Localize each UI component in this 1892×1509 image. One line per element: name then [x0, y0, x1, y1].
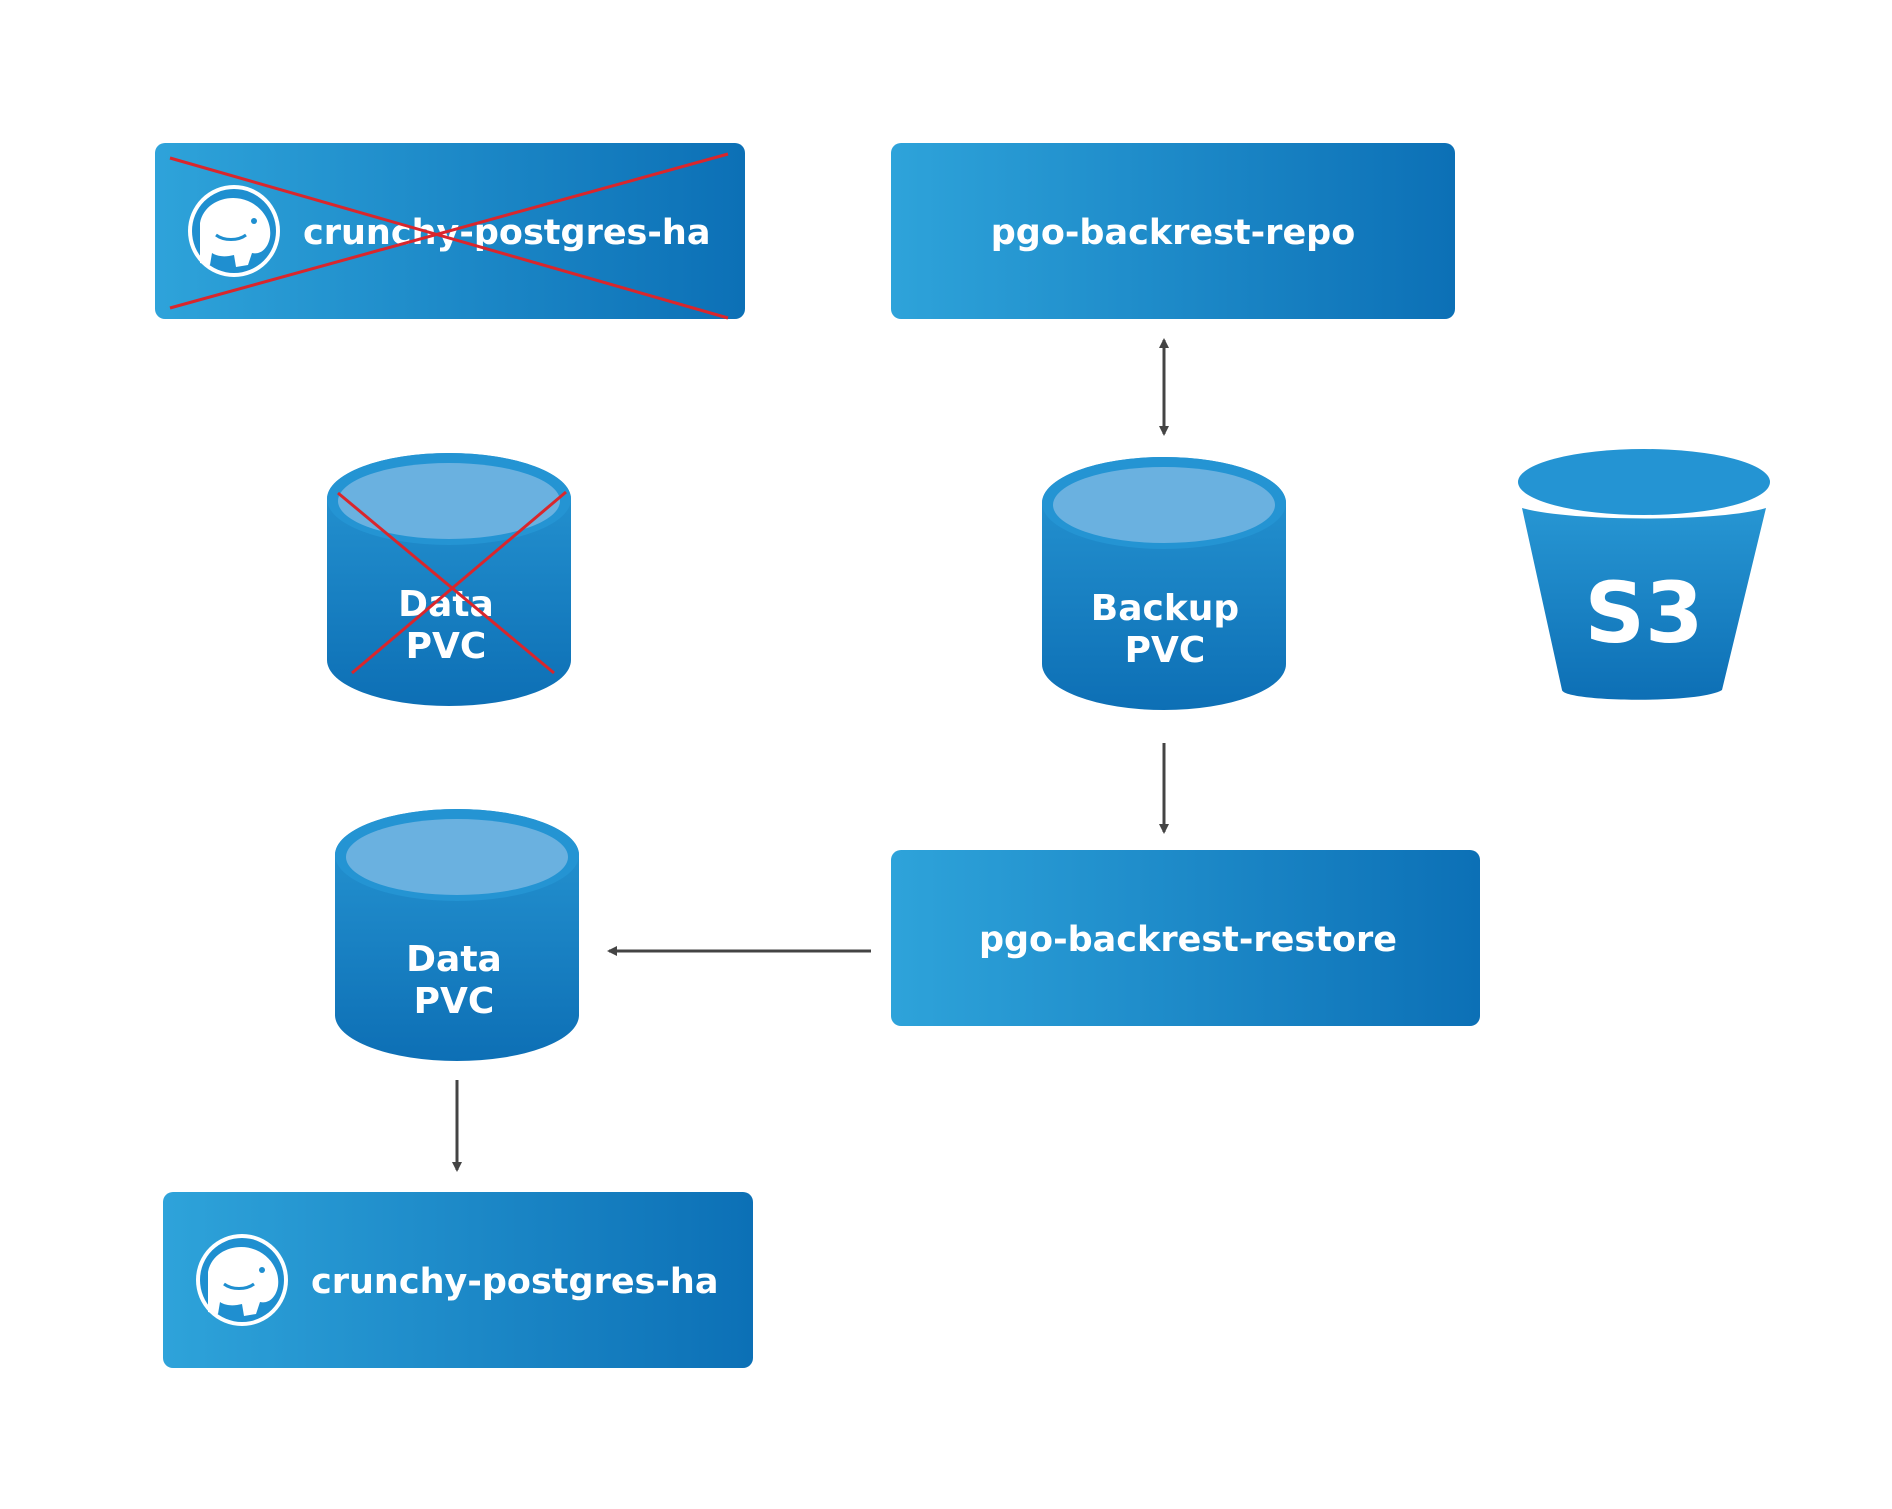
postgres-new-label: crunchy-postgres-ha	[311, 1262, 718, 1302]
cross-out-line	[351, 490, 567, 675]
backrest-repo-box	[891, 143, 1455, 319]
data-pvc-new-line1: Data	[406, 939, 502, 980]
s3-bucket-icon	[1522, 508, 1766, 700]
postgres-new-box	[163, 1192, 753, 1368]
backup-pvc-line1: Backup	[1091, 588, 1239, 629]
data-pvc-old-top-inner	[338, 463, 560, 539]
backrest-restore-label: pgo-backrest-restore	[979, 920, 1397, 960]
postgres-old-label: crunchy-postgres-ha	[303, 213, 710, 253]
backrest-repo-label: pgo-backrest-repo	[991, 213, 1356, 253]
data-pvc-old-line1: Data	[398, 584, 494, 625]
s3-bucket-rim	[1518, 449, 1770, 515]
backrest-restore-box	[891, 850, 1480, 1026]
backrest-restore-node: pgo-backrest-restore	[891, 850, 1480, 1026]
crunchy-elephant-icon	[188, 185, 280, 277]
backup-pvc-line2: PVC	[1125, 630, 1206, 671]
backup-pvc-top-inner	[1053, 467, 1275, 543]
cross-out-line	[169, 152, 729, 310]
backup-pvc-node: Backup PVC	[1042, 457, 1286, 710]
backrest-repo-node: pgo-backrest-repo	[891, 143, 1455, 319]
s3-label: S3	[1585, 564, 1704, 662]
data-pvc-new-node: Data PVC	[335, 809, 579, 1061]
cross-out-line	[169, 156, 729, 320]
data-pvc-old-node: Data PVC	[327, 453, 571, 706]
data-pvc-new-line2: PVC	[414, 981, 495, 1022]
s3-bucket-node: S3	[1518, 449, 1770, 700]
data-pvc-new-top-inner	[346, 819, 568, 895]
postgres-old-node: crunchy-postgres-ha	[155, 143, 745, 320]
data-pvc-old-line2: PVC	[406, 626, 487, 667]
postgres-new-node: crunchy-postgres-ha	[163, 1192, 753, 1368]
cross-out-line	[337, 491, 555, 675]
crunchy-elephant-icon	[196, 1234, 288, 1326]
